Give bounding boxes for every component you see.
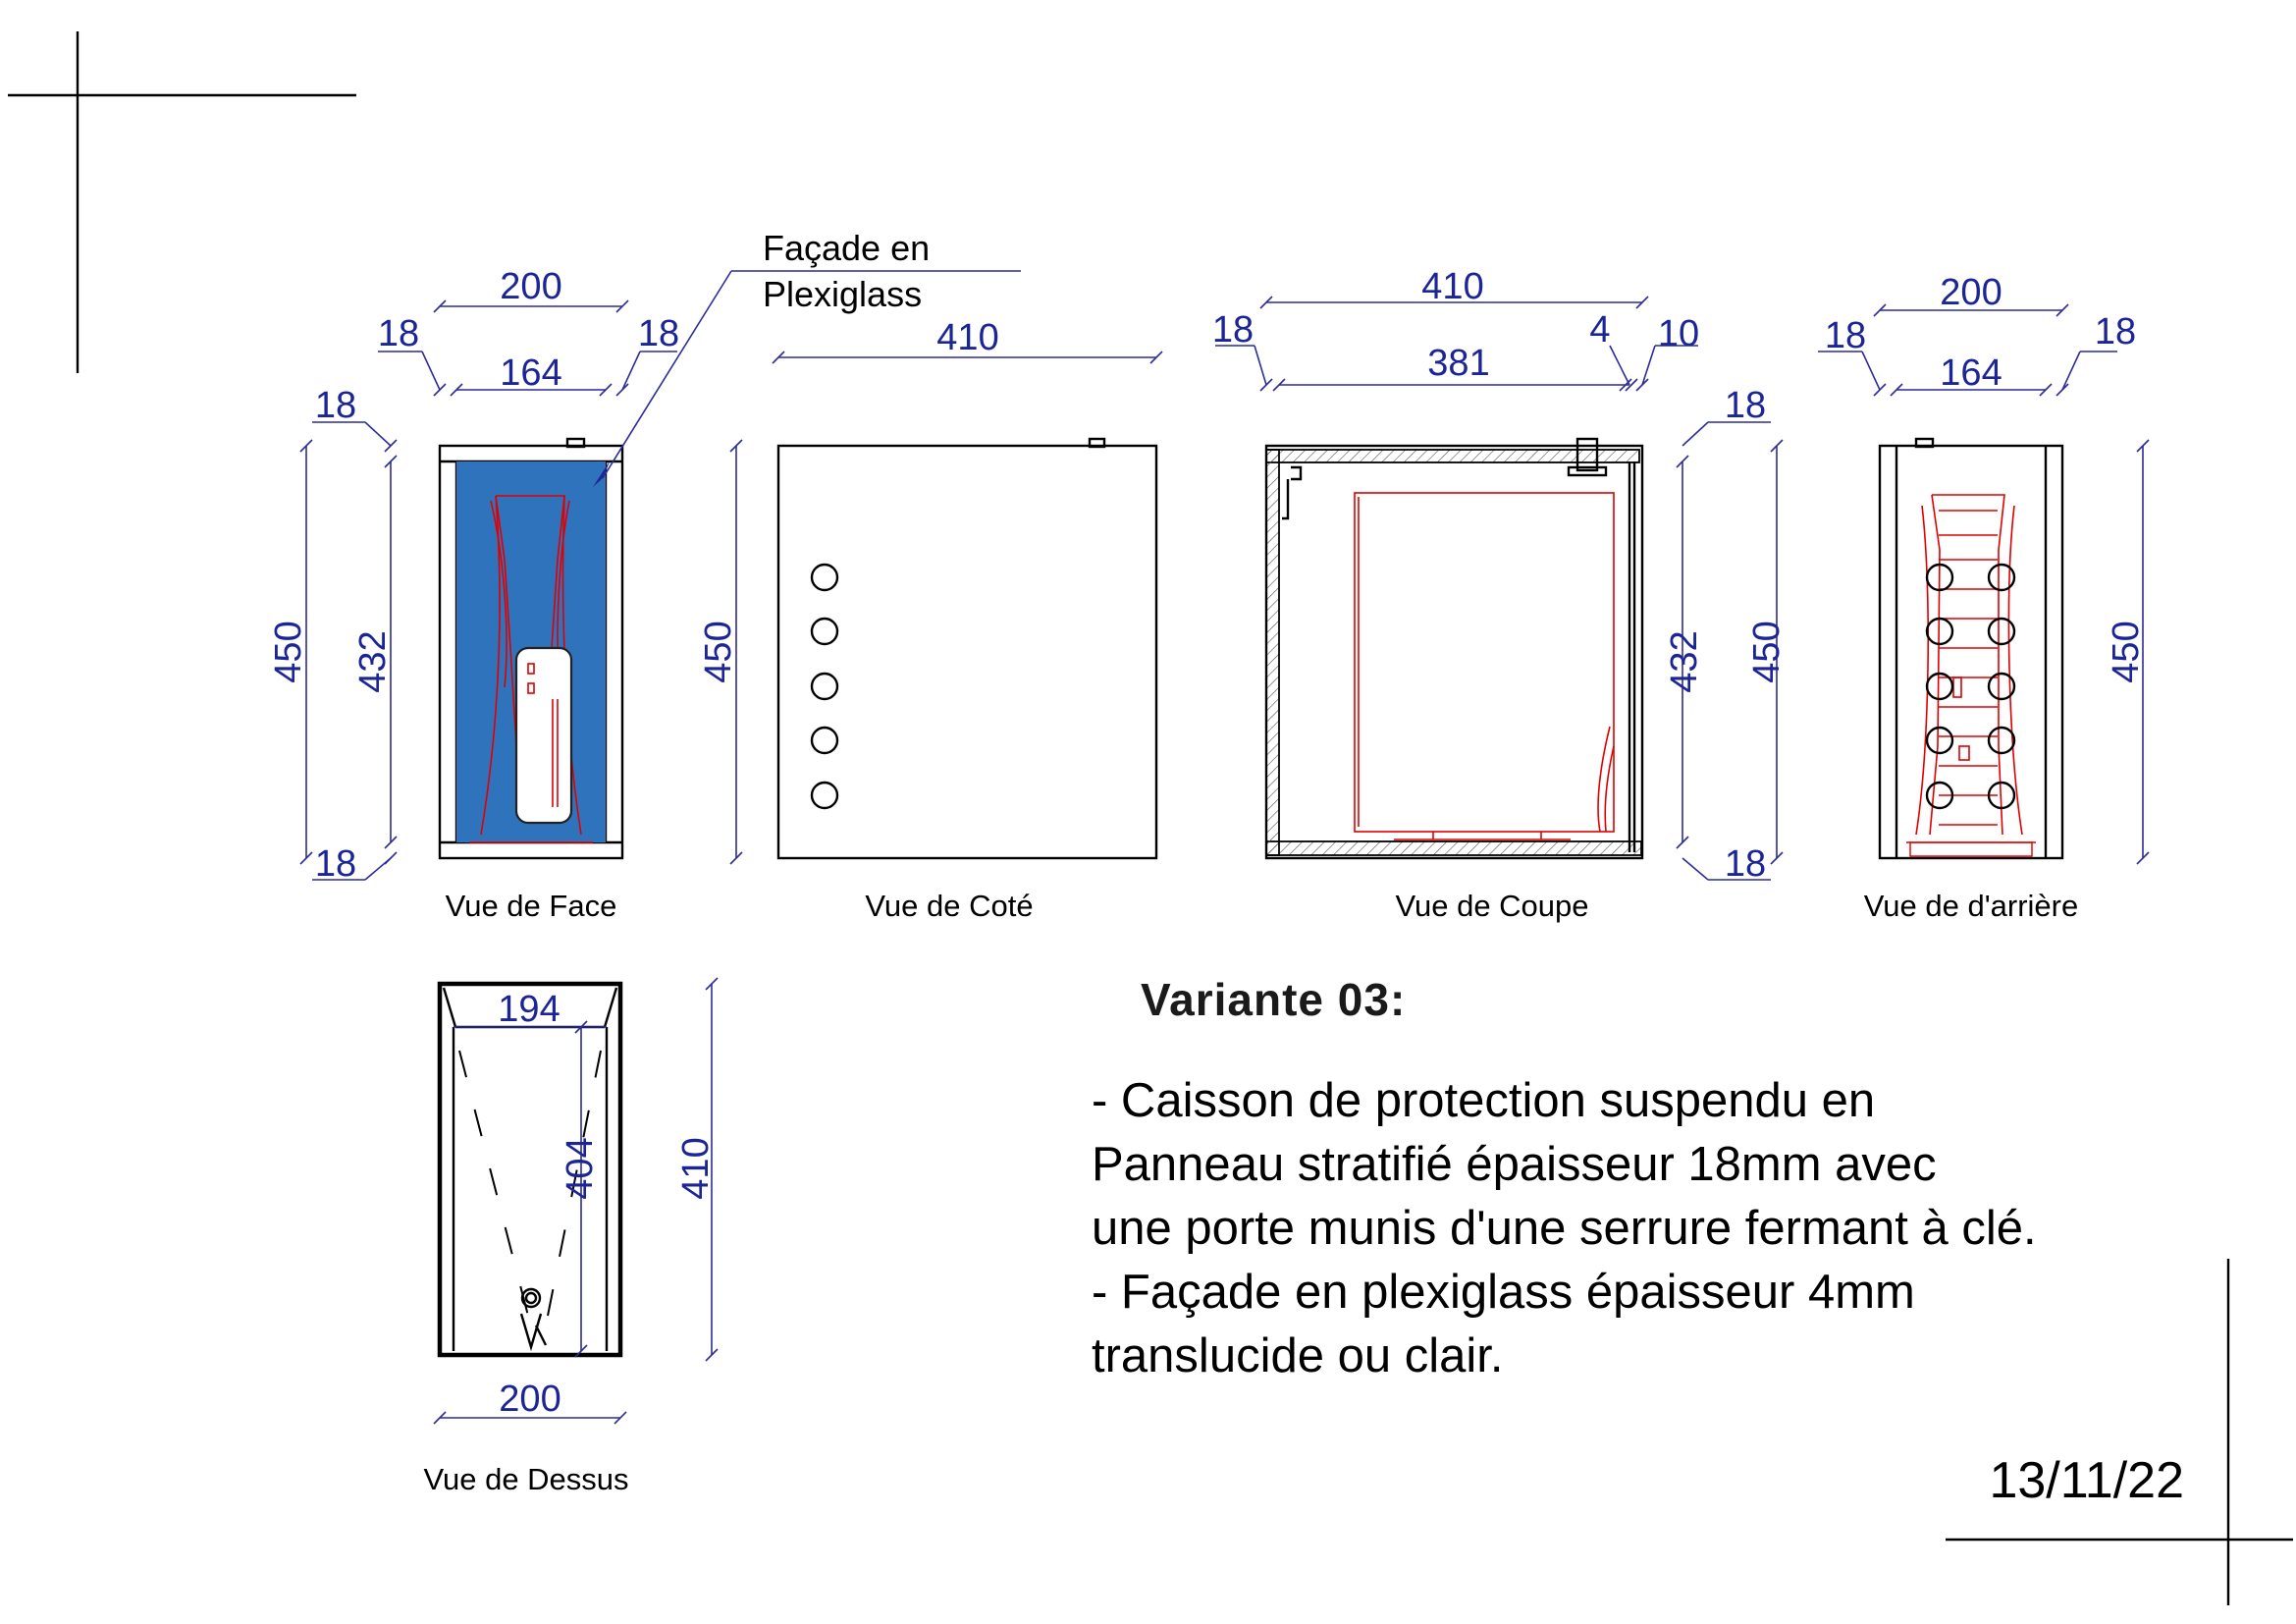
dim-rear-top-inner: 164 <box>1940 352 2002 394</box>
dim-top-inner-depth: 404 <box>560 1137 601 1199</box>
dim-section-depth-outer: 410 <box>1421 266 1483 307</box>
dim-top-inner-width: 194 <box>498 989 560 1030</box>
top-view <box>437 981 623 1358</box>
dim-front-top-inner: 164 <box>500 352 561 394</box>
side-view-dimensions <box>729 351 1163 865</box>
ventilation-holes <box>1925 563 2016 810</box>
dim-rear-right-thk: 18 <box>2095 311 2136 352</box>
callout-line-1: Façade en <box>763 228 930 268</box>
section-view <box>1264 437 1644 860</box>
side-view <box>776 437 1158 860</box>
description-line-2: Panneau stratifié épaisseur 18mm avec <box>1092 1138 1937 1191</box>
top-view-dimensions <box>433 977 719 1425</box>
caption-front-view: Vue de Face <box>446 889 617 923</box>
registration-mark-bottom-right <box>1946 1259 2293 1605</box>
registration-mark-top-left <box>8 31 356 373</box>
dim-section-back-thk: 18 <box>1212 309 1254 351</box>
caption-top-view: Vue de Dessus <box>423 1462 628 1496</box>
dim-top-width: 200 <box>499 1379 561 1420</box>
dim-side-depth: 410 <box>936 317 998 358</box>
rear-view-dimensions <box>1818 303 2150 865</box>
dim-section-top-thk: 18 <box>1725 385 1766 426</box>
caption-side-view: Vue de Coté <box>865 889 1033 923</box>
description-line-4: - Façade en plexiglass épaisseur 4mm <box>1092 1266 1915 1319</box>
description-line-3: une porte munis d'une serrure fermant à … <box>1092 1202 2037 1255</box>
variant-title: Variante 03: <box>1141 974 1406 1025</box>
dim-rear-height: 450 <box>2106 621 2147 682</box>
section-device-outline <box>1354 492 1615 840</box>
dim-section-bottom-thk: 18 <box>1725 843 1766 885</box>
dim-front-right-thk: 18 <box>638 313 679 354</box>
drawing-date: 13/11/22 <box>1989 1452 2184 1509</box>
callout-line-2: Plexiglass <box>763 274 922 314</box>
dim-side-height: 450 <box>698 621 739 682</box>
dim-front-height-outer: 450 <box>268 621 309 682</box>
description-block: - Caisson de protection suspendu en Pann… <box>1092 1074 2037 1382</box>
section-view-dimensions <box>1215 296 1784 881</box>
dim-front-height-inner: 432 <box>352 630 394 692</box>
description-line-5: translucide ou clair. <box>1092 1329 1503 1382</box>
plexiglass-callout <box>593 270 1021 487</box>
front-view <box>438 437 624 860</box>
dim-front-left-thk: 18 <box>378 313 419 354</box>
front-view-dimensions <box>299 299 677 881</box>
dim-section-door-thk: 10 <box>1658 313 1699 354</box>
dim-section-height-inner: 432 <box>1664 630 1705 692</box>
dim-rear-left-thk: 18 <box>1825 315 1866 356</box>
caption-rear-view: Vue de d'arrière <box>1864 889 2078 923</box>
dim-section-height-outer: 450 <box>1746 621 1788 682</box>
dim-front-top-outer: 200 <box>500 266 561 307</box>
dim-front-top-thk: 18 <box>315 385 356 426</box>
rear-device-outline <box>1906 494 2036 857</box>
dim-front-bottom-thk: 18 <box>315 843 356 885</box>
dim-section-depth-inner: 381 <box>1427 343 1489 384</box>
dim-top-depth: 410 <box>675 1137 717 1199</box>
caption-section-view: Vue de Coupe <box>1395 889 1588 923</box>
rear-view <box>1878 437 2064 860</box>
dim-rear-top-outer: 200 <box>1940 272 2002 313</box>
description-line-1: - Caisson de protection suspendu en <box>1092 1074 1875 1127</box>
dim-section-plexi-thk: 4 <box>1589 309 1610 351</box>
device-front-outline <box>469 495 593 843</box>
